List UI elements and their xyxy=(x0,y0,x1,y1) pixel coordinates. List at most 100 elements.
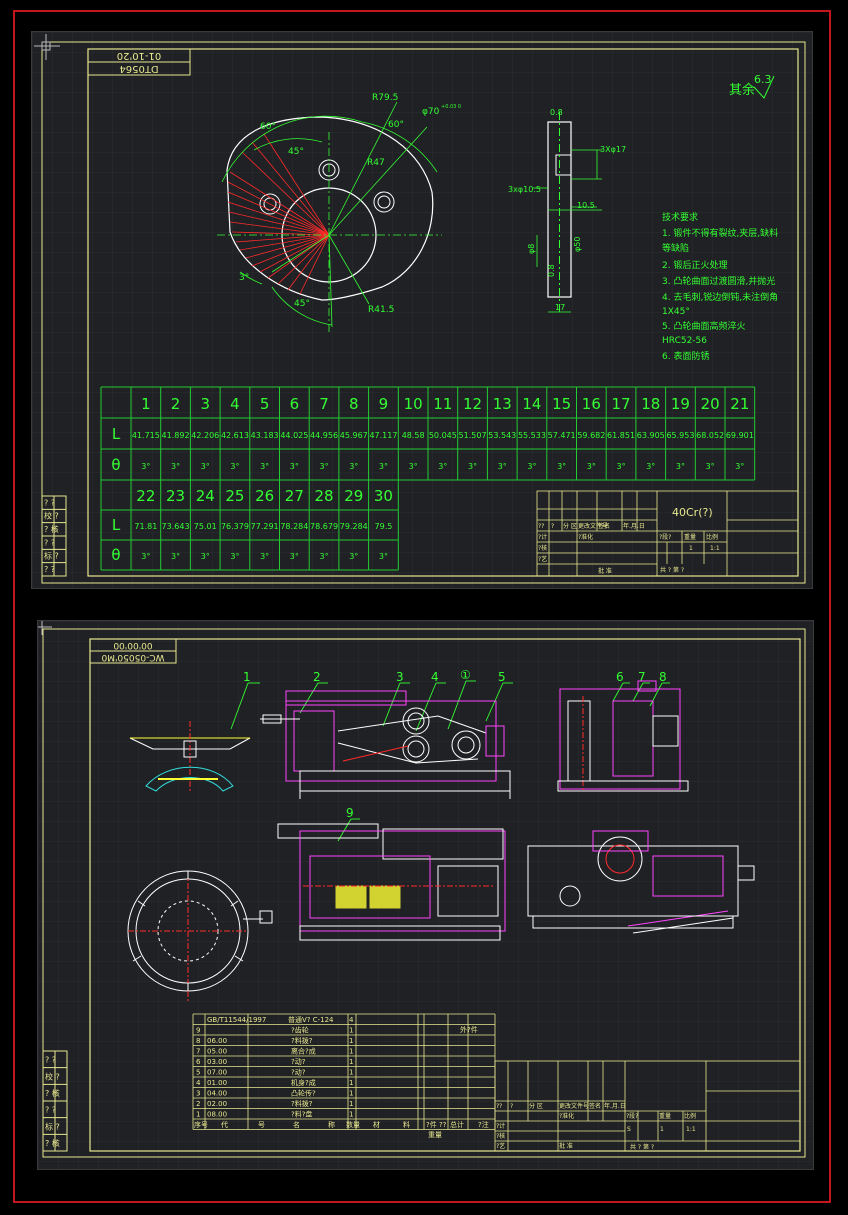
point-index: 27 xyxy=(285,487,304,505)
drawing-number-bottom: DT0564 xyxy=(119,63,158,74)
parts-row-name: ?动? xyxy=(291,1068,306,1077)
parts-header-note: 外?件 xyxy=(460,1025,478,1034)
parts-row-no: 6 xyxy=(196,1058,201,1066)
point-index: 3 xyxy=(200,395,210,413)
tb-cell: 重量 xyxy=(684,533,696,541)
parts-row-qty: 1 xyxy=(349,1090,353,1098)
side-strip-cell: 校 ? xyxy=(45,1071,60,1081)
cam-profile-view: R79.5 φ70 +0.03 0 R47 R41.5 60° 60° 45° … xyxy=(217,93,461,332)
parts-header-name: 普通V? C-124 xyxy=(288,1015,334,1024)
tb-cell: ?核 xyxy=(496,1132,505,1140)
parts-row-no: 2 xyxy=(196,1100,200,1108)
dim-bore: φ70 xyxy=(422,107,440,117)
point-index: 2 xyxy=(171,395,181,413)
tb-cell: 1:1 xyxy=(686,1126,696,1133)
tb-cell: ?准化 xyxy=(559,1112,574,1120)
point-l-value: 45.967 xyxy=(340,431,368,440)
tb-cell: 比例 xyxy=(684,1112,696,1120)
side-dim-bottom-roughness: 0.8 xyxy=(547,264,556,277)
point-theta-value: 3° xyxy=(646,462,655,471)
tb-cell: ?计 xyxy=(538,533,547,541)
point-l-value: 68.052 xyxy=(696,431,724,440)
parts-row-qty: 1 xyxy=(349,1058,353,1066)
roughness-label: 其余 xyxy=(729,82,755,98)
tech-note: 等缺陷 xyxy=(662,242,689,254)
side-dim-top-roughness: 0.8 xyxy=(550,108,563,117)
point-theta-value: 3° xyxy=(349,552,358,561)
parts-row-code: 06.00 xyxy=(207,1037,227,1045)
parts-row-name: 凸轮传? xyxy=(291,1089,316,1098)
tb-cell: 1 xyxy=(689,545,693,552)
inner-border xyxy=(87,48,799,577)
point-l-value: 69.901 xyxy=(726,431,754,440)
point-l-value: 73.643 xyxy=(162,522,190,531)
parts-header-standard: GB/T11544/1997 xyxy=(207,1016,266,1024)
point-l-value: 71.81 xyxy=(134,522,157,531)
parts-row-name: ?料拨? xyxy=(291,1036,313,1045)
assembly-drawing-sheet: 00'00'00 WC-05050'M0 1 2 3 4 ① 5 6 7 8 9 xyxy=(37,620,814,1170)
point-l-value: 42.206 xyxy=(191,431,219,440)
point-theta-value: 3° xyxy=(320,462,329,471)
point-theta-value: 3° xyxy=(379,552,388,561)
point-theta-value: 3° xyxy=(498,462,507,471)
point-index: 14 xyxy=(522,395,541,413)
cam-radial-lines xyxy=(227,133,330,295)
machine-rear-elevation xyxy=(527,830,755,934)
tb-cell: 年.月.日 xyxy=(623,522,645,530)
balloon-7: 7 xyxy=(638,670,646,684)
tb-cell: 更改文件号 xyxy=(578,522,608,530)
feeding-tray-plan-view xyxy=(127,870,273,1001)
parts-header-qty: 4 xyxy=(349,1016,354,1024)
tech-note: 5. 凸轮曲面高频淬火 xyxy=(662,320,745,332)
drawing-number-box: 01-10'20 DT0564 xyxy=(87,48,191,76)
parts-row-name: ?料拨? xyxy=(291,1099,313,1108)
dim-angle-45-top: 45° xyxy=(288,147,304,157)
tb-cell: 比例 xyxy=(706,533,718,541)
part-drawing-sheet: 01-10'20 DT0564 其余 6.3 xyxy=(31,31,813,589)
outer-border xyxy=(42,628,806,1158)
point-l-value: 50.045 xyxy=(429,431,457,440)
part-drawing-canvas: 01-10'20 DT0564 其余 6.3 xyxy=(32,32,812,588)
point-theta-value: 3° xyxy=(735,462,744,471)
cam-coordinate-table: Lθ141.7153°241.8923°342.2063°442.6133°54… xyxy=(100,386,756,481)
machine-front-elevation xyxy=(260,690,511,799)
parts-row-code: 02.00 xyxy=(207,1100,227,1108)
point-index: 16 xyxy=(582,395,601,413)
point-theta-value: 3° xyxy=(409,462,418,471)
inner-border xyxy=(89,638,801,1152)
balloon-8: 8 xyxy=(659,670,667,684)
tb-cell: 共 ? 第 ? xyxy=(660,566,684,574)
point-index: 5 xyxy=(260,395,270,413)
tb-cell: 分 区 xyxy=(563,522,577,530)
parts-footer-cell: 料 xyxy=(403,1120,410,1129)
tb-cell: 共 ? 第 ? xyxy=(630,1143,654,1151)
side-strip-cell: 标 ? xyxy=(44,551,59,561)
point-theta-value: 3° xyxy=(468,462,477,471)
parts-footer-cell: 材 xyxy=(373,1120,380,1129)
parts-row-no: 4 xyxy=(196,1079,201,1087)
point-index: 10 xyxy=(404,395,423,413)
parts-row-name: ?动? xyxy=(291,1057,306,1066)
parts-row-name: ?料?盘 xyxy=(291,1110,312,1119)
point-l-value: 78.284 xyxy=(280,522,308,531)
point-index: 26 xyxy=(255,487,274,505)
point-theta-value: 3° xyxy=(527,462,536,471)
side-dim-holes-left: 3xφ10.5 xyxy=(508,185,541,194)
point-theta-value: 3° xyxy=(676,462,685,471)
parts-footer-cell: 数量 xyxy=(346,1120,360,1129)
point-index: 12 xyxy=(463,395,482,413)
point-l-value: 44.025 xyxy=(280,431,308,440)
tech-note: 3. 凸轮曲面过渡圆滑,并抛光 xyxy=(662,275,775,287)
row-label-theta: θ xyxy=(111,546,120,564)
point-theta-value: 3° xyxy=(617,462,626,471)
parts-row-code: 07.00 xyxy=(207,1069,227,1077)
tb-cell: ?艺 xyxy=(496,1142,505,1150)
parts-row-no: 7 xyxy=(196,1048,200,1056)
parts-row-qty: 1 xyxy=(349,1037,353,1045)
surface-roughness-note: 其余 6.3 xyxy=(729,73,775,99)
title-block xyxy=(494,1060,801,1152)
point-index: 9 xyxy=(379,395,389,413)
point-index: 19 xyxy=(671,395,690,413)
point-l-value: 76.379 xyxy=(221,522,249,531)
balloon-4: 4 xyxy=(431,670,439,684)
